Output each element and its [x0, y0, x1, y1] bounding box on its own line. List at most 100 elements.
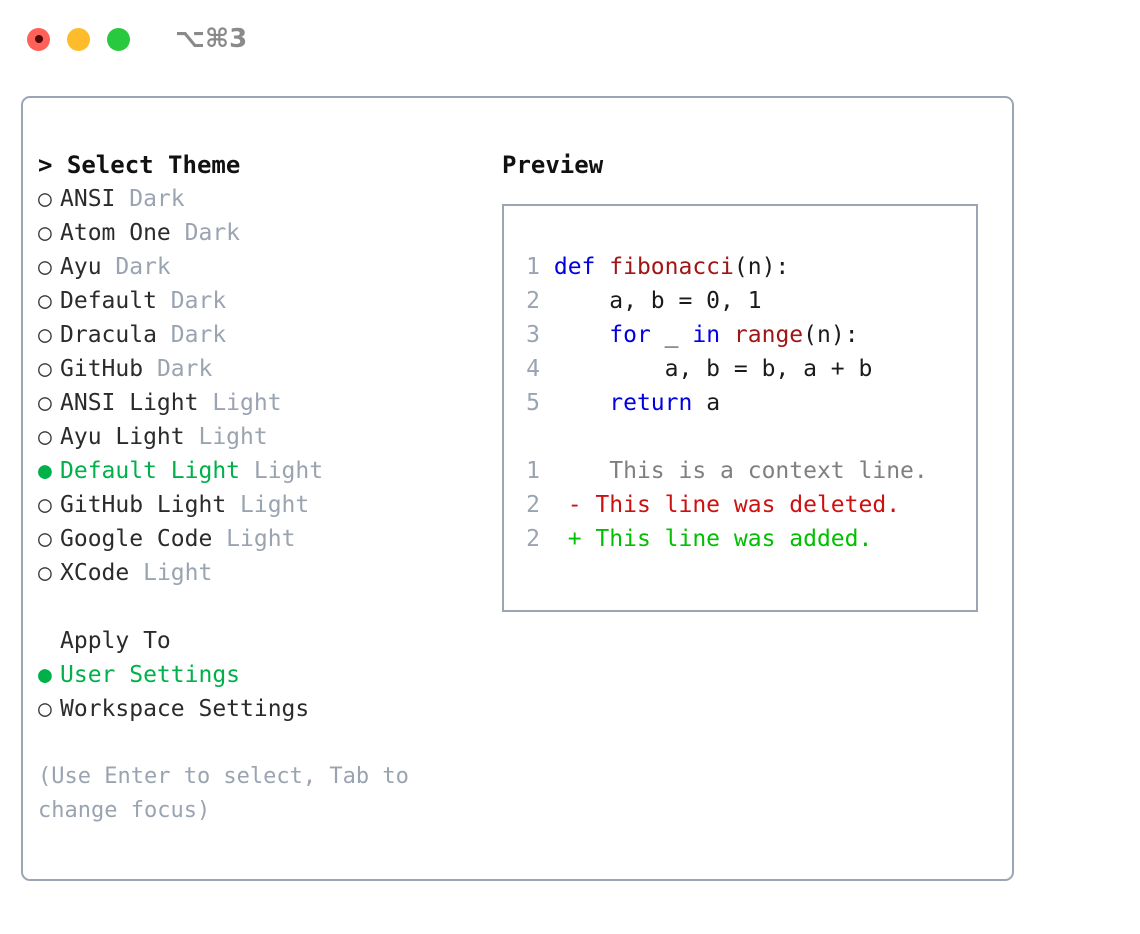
theme-option-mode-tag: Light	[184, 424, 268, 450]
code-token-txt	[554, 390, 609, 416]
radio-unselected-icon: ○	[38, 390, 52, 416]
theme-option-mode-tag: Light	[198, 390, 282, 416]
theme-option-mode-tag: Light	[212, 526, 296, 552]
preview-title: Preview	[502, 151, 604, 179]
code-token-kw: for	[609, 322, 651, 348]
diff-marker-ctx	[568, 458, 582, 484]
theme-option-label: Google Code	[60, 526, 213, 552]
code-line: 4 a, b = b, a + b	[504, 352, 976, 386]
theme-option-mode-tag: Dark	[143, 356, 213, 382]
code-line-number: 2	[526, 288, 540, 314]
code-token-txt: (n):	[803, 322, 859, 348]
theme-option-github-light[interactable]: ○ GitHub Light Light	[38, 488, 493, 522]
theme-option-mode-tag: Dark	[156, 288, 227, 314]
apply-to-title: Apply To	[60, 628, 171, 654]
theme-option-label: ANSI	[60, 186, 116, 212]
theme-option-label: Default Light	[60, 458, 241, 484]
theme-option-default-light[interactable]: ● Default Light Light	[38, 454, 493, 488]
code-token-fn: fibonacci	[609, 254, 734, 280]
keyboard-hint: (Use Enter to select, Tab to change focu…	[38, 764, 423, 823]
radio-selected-icon: ●	[38, 458, 52, 484]
select-theme-header-label: Select Theme	[66, 151, 241, 179]
minimize-button[interactable]	[67, 27, 90, 51]
apply-to-option-label: Workspace Settings	[60, 696, 310, 722]
theme-option-label: XCode	[60, 560, 130, 586]
zoom-button[interactable]	[107, 27, 130, 51]
radio-unselected-icon: ○	[38, 492, 52, 518]
theme-option-ansi[interactable]: ○ ANSI Dark	[38, 182, 493, 216]
diff-marker-del: -	[567, 492, 582, 518]
traffic-light-group	[27, 27, 130, 51]
theme-option-mode-tag: Light	[129, 560, 213, 586]
theme-option-label: ANSI Light	[60, 390, 199, 416]
code-line: 2 a, b = 0, 1	[504, 284, 976, 318]
theme-option-ayu-light[interactable]: ○Ayu Light Light	[38, 420, 493, 454]
theme-option-ayu[interactable]: ○ Ayu Dark	[38, 250, 493, 284]
theme-option-label: GitHub Light	[60, 492, 227, 518]
code-token-txt: _	[650, 322, 693, 348]
apply-to-list: ●User Settings○Workspace Settings	[38, 658, 493, 726]
caret-icon: >	[38, 151, 53, 179]
diff-line-text: This line was added.	[581, 526, 873, 552]
radio-unselected-icon: ○	[38, 254, 52, 280]
main-panel: > Select Theme ○ANSI Dark○Atom One Dark○…	[21, 96, 1014, 881]
theme-option-label: Atom One	[60, 220, 171, 246]
section-spacer	[38, 590, 493, 624]
code-line-number: 5	[526, 390, 540, 416]
code-token-kw: return	[609, 390, 693, 416]
radio-unselected-icon: ○	[38, 186, 52, 212]
code-token-kw: in	[692, 322, 721, 348]
code-token-txt: a, b = 0, 1	[553, 288, 762, 314]
radio-unselected-icon: ○	[38, 526, 52, 552]
apply-to-option-user-settings[interactable]: ●User Settings	[38, 658, 493, 692]
theme-option-xcode[interactable]: ○ XCode Light	[38, 556, 493, 590]
theme-option-google-code[interactable]: ○ Google Code Light	[38, 522, 493, 556]
radio-unselected-icon: ○	[38, 220, 52, 246]
theme-option-label: Default	[60, 288, 157, 314]
diff-marker-add: +	[567, 526, 582, 552]
theme-option-label: Ayu Light	[60, 424, 185, 450]
code-line-number: 4	[526, 356, 540, 382]
code-token-txt: a	[692, 390, 721, 416]
theme-option-mode-tag: Light	[240, 458, 324, 484]
radio-unselected-icon: ○	[38, 356, 52, 382]
code-line-number: 1	[526, 254, 540, 280]
theme-option-mode-tag: Light	[226, 492, 310, 518]
theme-option-default[interactable]: ○ Default Dark	[38, 284, 493, 318]
diff-line-text: This is a context line.	[581, 458, 928, 484]
theme-option-label: Dracula	[60, 322, 157, 348]
code-token-txt: (n):	[733, 254, 790, 280]
code-line: 5 return a	[504, 386, 976, 420]
diff-line-number: 1	[526, 458, 540, 484]
theme-option-mode-tag: Dark	[101, 254, 171, 280]
theme-option-mode-tag: Dark	[115, 186, 185, 212]
theme-list: ○ ANSI Dark ○ Atom One Dark ○ Ayu Dark ○ Defaul…	[38, 182, 493, 590]
code-token-txt	[554, 322, 609, 348]
diff-line-number: 2	[526, 492, 540, 518]
diff-line-ctx: 1 This is a context line.	[504, 454, 976, 488]
theme-option-ansi-light[interactable]: ○ ANSI Light Light	[38, 386, 493, 420]
theme-option-github[interactable]: ○GitHub Dark	[38, 352, 493, 386]
radio-unselected-icon: ○	[38, 288, 52, 314]
titlebar-shortcut-label: ⌥⌘3	[175, 24, 248, 54]
theme-option-label: Ayu	[60, 254, 102, 280]
theme-selector-column: > Select Theme ○ANSI Dark○Atom One Dark○…	[38, 148, 493, 828]
theme-option-dracula[interactable]: ○ Dracula Dark	[38, 318, 493, 352]
titlebar: ⌥⌘3	[0, 0, 1140, 78]
code-line: 1 def fibonacci(n):	[504, 250, 976, 284]
theme-option-atom-one[interactable]: ○ Atom One Dark	[38, 216, 493, 250]
code-diff-spacer	[504, 420, 976, 454]
diff-line-number: 2	[526, 526, 540, 552]
close-button[interactable]	[27, 27, 50, 51]
code-token-kw: def	[553, 254, 610, 280]
diff-line-del: 2 - This line was deleted.	[504, 488, 976, 522]
theme-option-mode-tag: Dark	[170, 220, 241, 246]
theme-option-mode-tag: Dark	[156, 322, 227, 348]
apply-to-option-workspace-settings[interactable]: ○Workspace Settings	[38, 692, 493, 726]
radio-unselected-icon: ○	[38, 560, 52, 586]
radio-unselected-icon: ○	[38, 322, 52, 348]
code-token-txt	[720, 322, 734, 348]
diff-line-add: 2 + This line was added.	[504, 522, 976, 556]
